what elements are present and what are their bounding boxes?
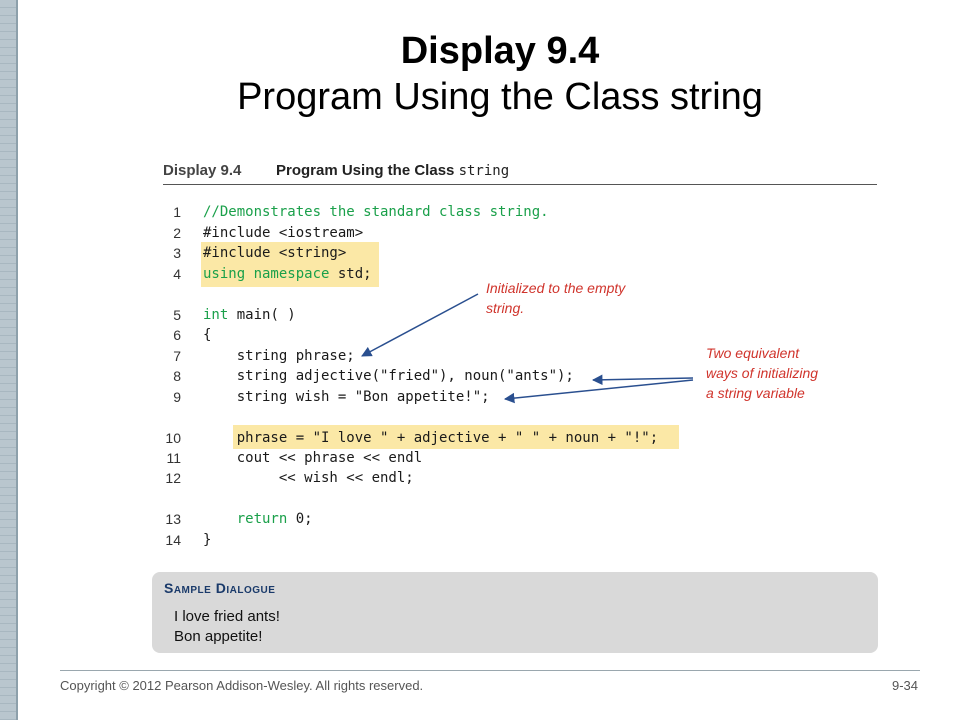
code-text: cout << phrase << endl	[203, 450, 423, 466]
code-text: int main( )	[203, 307, 296, 323]
line-number: 13	[165, 511, 181, 527]
slide-title: Display 9.4 Program Using the Class stri…	[60, 28, 940, 120]
line-number: 6	[173, 327, 181, 343]
line-number: 12	[165, 470, 181, 486]
sample-dialogue: Sample Dialogue I love fried ants! Bon a…	[152, 572, 878, 653]
line-number: 5	[173, 307, 181, 323]
code-keyword: int	[203, 307, 229, 323]
code-text: phrase = "I love " + adjective + " " + n…	[203, 430, 659, 446]
code-text: {	[203, 327, 212, 343]
output-line: Bon appetite!	[174, 628, 263, 645]
code-keywords: using namespace	[203, 266, 330, 282]
sample-dialogue-title: Sample Dialogue	[164, 580, 276, 596]
figure-caption-text: Program Using the Class	[276, 162, 455, 179]
footer-divider	[60, 670, 920, 671]
highlight-includes	[201, 242, 379, 287]
page-number: 9-34	[891, 678, 918, 693]
copyright-text: Copyright © 2012 Pearson Addison-Wesley.…	[60, 678, 424, 693]
figure-caption: Program Using the Class string	[276, 162, 509, 179]
code-text: string phrase;	[203, 348, 355, 364]
figure-header: Display 9.4 Program Using the Class stri…	[163, 160, 877, 185]
line-number: 1	[173, 204, 181, 220]
line-number: 3	[173, 245, 181, 261]
code-rest: std;	[329, 266, 372, 282]
annotation-line: a string variable	[706, 385, 805, 401]
annotation-equivalent-ways: Two equivalent ways of initializing a st…	[706, 343, 818, 403]
code-text: //Demonstrates the standard class string…	[203, 204, 549, 220]
annotation-line: string.	[486, 300, 525, 316]
line-number: 2	[173, 225, 181, 241]
line-number: 10	[165, 430, 181, 446]
slide-title-line2: Program Using the Class string	[237, 76, 763, 118]
code-keyword: return	[236, 511, 288, 527]
slide-title-line1: Display 9.4	[400, 30, 600, 72]
left-decorative-strip	[0, 0, 18, 720]
code-text: }	[203, 532, 212, 548]
code-text: return 0;	[236, 511, 313, 527]
code-text: string wish = "Bon appetite!";	[203, 389, 490, 405]
line-number: 8	[173, 368, 181, 384]
highlight-assignment	[233, 425, 679, 449]
code-listing: 1 //Demonstrates the standard class strin…	[163, 202, 877, 552]
annotation-line: ways of initializing	[706, 365, 819, 381]
annotation-line: Initialized to the empty	[486, 280, 626, 296]
line-number: 4	[173, 266, 181, 282]
figure-caption-code: string	[458, 163, 510, 179]
line-number: 7	[173, 348, 181, 364]
figure-number: Display 9.4	[163, 162, 242, 179]
line-number: 14	[165, 532, 181, 548]
output-line: I love fried ants!	[174, 608, 280, 625]
line-number: 11	[166, 450, 181, 466]
code-text: << wish << endl;	[203, 470, 414, 486]
annotation-line: Two equivalent	[706, 345, 800, 361]
annotation-empty-string: Initialized to the empty string.	[486, 278, 625, 318]
code-text: using namespace std;	[203, 264, 372, 284]
line-number: 9	[173, 389, 181, 405]
code-text: string adjective("fried"), noun("ants");	[203, 368, 574, 384]
code-text: #include <iostream>	[203, 225, 364, 241]
code-text: #include <string>	[203, 245, 347, 261]
